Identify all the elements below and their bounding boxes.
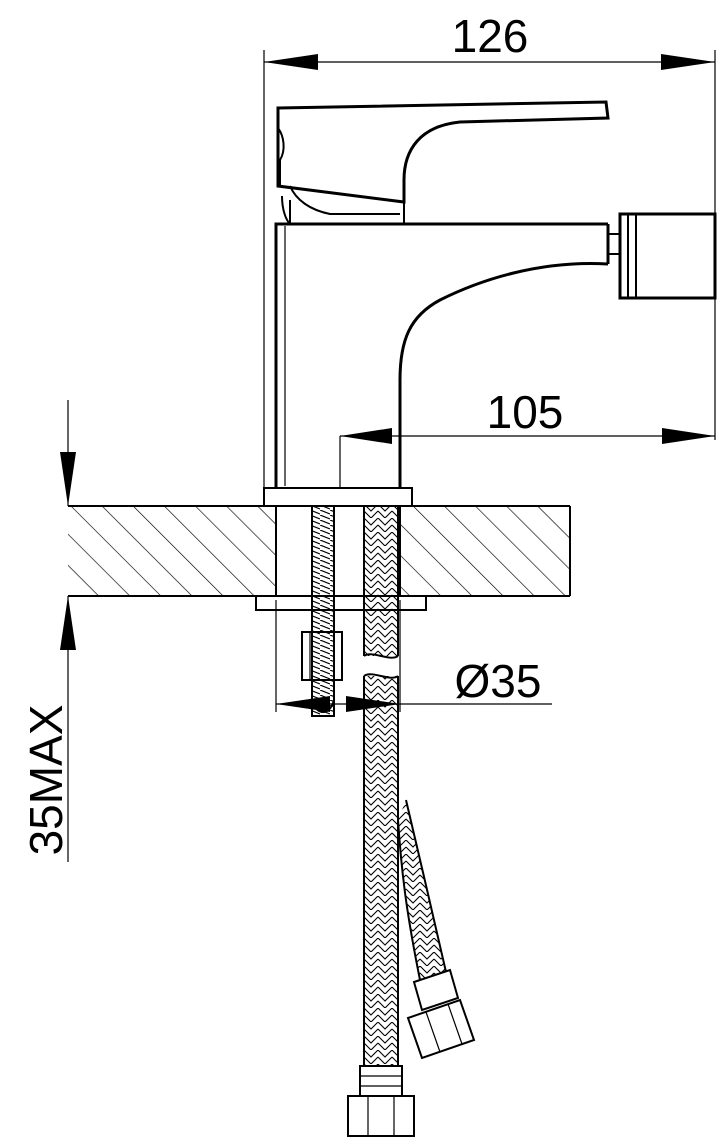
- flexible-hoses: [347, 506, 476, 1137]
- faucet-body: [263, 100, 717, 507]
- overall-width-label: 126: [452, 10, 529, 62]
- dimension-spout-reach: 105: [339, 386, 715, 488]
- dimension-pipe-diameter: Ø35: [275, 600, 552, 712]
- pipe-diameter-label: Ø35: [455, 655, 542, 707]
- counter-thickness-label: 35MAX: [20, 705, 72, 856]
- dimension-counter-thickness: 35MAX: [20, 400, 76, 862]
- spout-reach-label: 105: [487, 386, 564, 438]
- dimension-overall-width: 126: [263, 10, 716, 488]
